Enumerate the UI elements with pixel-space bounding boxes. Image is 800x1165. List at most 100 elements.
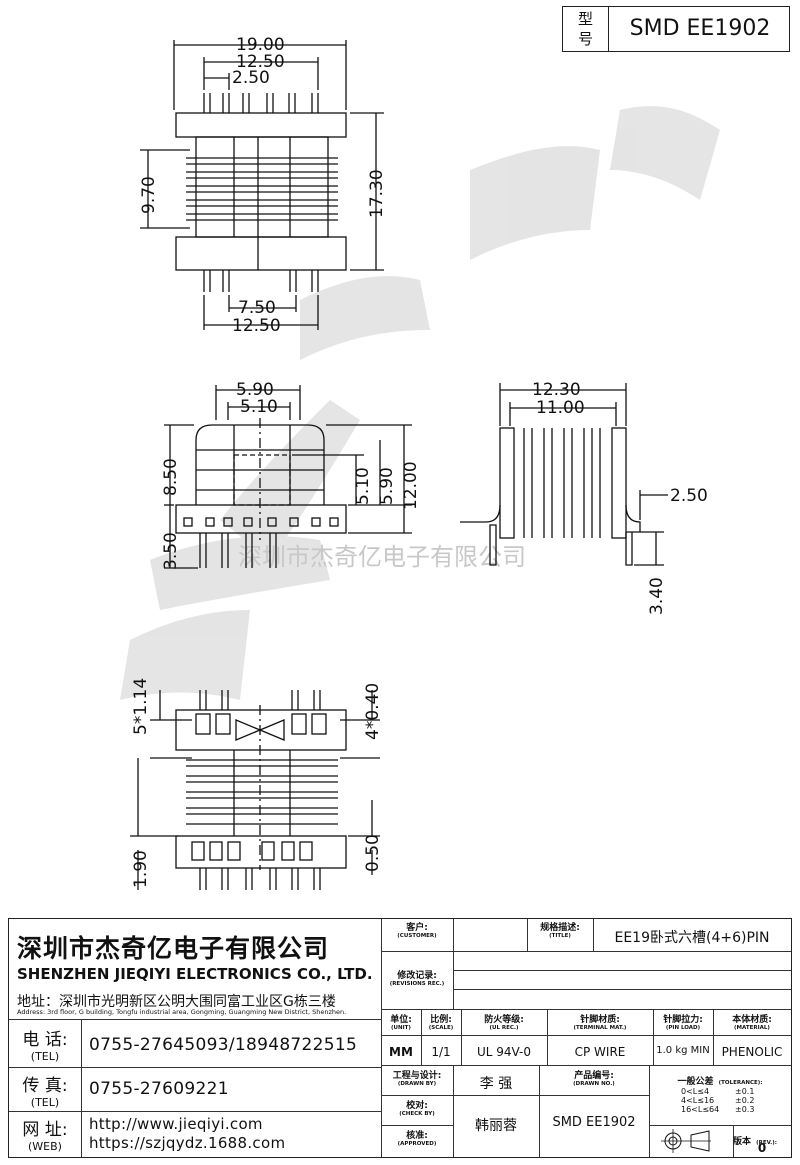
rev-label: 版本	[733, 1137, 752, 1147]
dim-side-r1: 2.50	[670, 486, 708, 506]
dim-top-b1: 7.50	[238, 298, 276, 318]
unit-label-en: (UNIT)	[391, 1025, 411, 1031]
approved-value: 韩丽蓉	[475, 1118, 517, 1134]
check-label-en: (CHECK BY)	[399, 1111, 435, 1117]
revisions-label-en: (REVISIONS REC.)	[389, 981, 445, 987]
fax-label: 传 真:	[22, 1076, 68, 1096]
dim-top-h-left: 9.70	[139, 176, 159, 214]
top-view	[140, 40, 384, 330]
ul-label-en: (UL REC.)	[489, 1025, 519, 1031]
bottom-view	[130, 690, 380, 890]
company-name-en: SHENZHEN JIEQIYI ELECTRONICS CO., LTD.	[17, 965, 373, 983]
dim-front-t1: 5.90	[236, 380, 274, 400]
pinload-value: 1.0 kg MIN	[656, 1045, 710, 1056]
terminal-value: CP WIRE	[574, 1045, 626, 1059]
dim-bottom-r2: 0.50	[363, 834, 383, 872]
terminal-header: 针脚材质: (TERMINAL MAT.)	[547, 1015, 653, 1032]
drawnno-label-en: (DRAWN NO.)	[573, 1081, 615, 1087]
unit-header: 单位: (UNIT)	[381, 1015, 421, 1032]
dim-top-w2: 12.50	[236, 52, 285, 72]
rev-label-en: (REV.):	[756, 1140, 777, 1146]
dim-side-t1: 12.30	[532, 380, 581, 400]
terminal-label: 针脚材质:	[580, 1015, 620, 1025]
pinload-header: 针脚拉力: (PIN LOAD)	[653, 1015, 713, 1032]
model-label-bottom: 号	[577, 30, 593, 48]
web-link-1[interactable]: http://www.jieqiyi.com	[89, 1115, 263, 1133]
tolerance-label-en: (TOLERANCE):	[718, 1080, 763, 1086]
tel-label: 电 话:	[22, 1030, 68, 1050]
scale-header: 比例: (SCALE)	[421, 1015, 461, 1032]
projection-symbol-icon	[661, 1129, 711, 1153]
dim-top-b2: 12.50	[232, 316, 281, 336]
web-link-2[interactable]: https://szjqydz.1688.com	[89, 1134, 286, 1152]
drawn-label-en: (DRAWN BY)	[397, 1081, 437, 1087]
dim-front-r3: 12.00	[401, 461, 421, 510]
check-header: 校对: (CHECK BY)	[381, 1101, 453, 1118]
drawn-value: 李 强	[479, 1076, 513, 1092]
material-label-en: (MATERIAL)	[734, 1025, 770, 1031]
model-label: 型 号	[563, 7, 609, 51]
ul-header: 防火等级: (UL REC.)	[461, 1015, 547, 1032]
customer-label: 客户:	[406, 923, 428, 933]
revisions-header: 修改记录: (REVISIONS REC.)	[381, 971, 453, 988]
title-block: 深圳市杰奇亿电子有限公司 SHENZHEN JIEQIYI ELECTRONIC…	[8, 918, 792, 1158]
drawn-label: 工程与设计:	[392, 1071, 442, 1081]
ul-label: 防火等级:	[484, 1015, 524, 1025]
scale-label-en: (SCALE)	[428, 1025, 454, 1031]
web-label-group: 网 址: (WEB)	[9, 1115, 81, 1153]
tel-label-group: 电 话: (TEL)	[9, 1025, 81, 1063]
title-value: EE19卧式六槽(4+6)PIN	[614, 930, 770, 946]
drawn-header: 工程与设计: (DRAWN BY)	[381, 1071, 453, 1088]
customer-header: 客户: (CUSTOMER)	[381, 923, 453, 940]
title-label-en: (TITLE)	[549, 933, 571, 939]
web-label-en: (WEB)	[28, 1140, 62, 1153]
drawnno-header: 产品编号: (DRAWN NO.)	[539, 1071, 649, 1088]
approved-label-en: (APPROVED)	[397, 1141, 437, 1147]
tel-label-en: (TEL)	[30, 1050, 60, 1063]
dim-top-w1: 19.00	[236, 35, 285, 55]
dim-front-r2: 5.90	[377, 467, 397, 505]
front-view	[164, 385, 412, 569]
scale-value: 1/1	[431, 1045, 451, 1059]
tolerance-row: 4<L≤16±0.2	[681, 1096, 755, 1105]
pinload-label-en: (PIN LOAD)	[665, 1025, 701, 1031]
side-view	[460, 383, 668, 566]
model-number-box: 型 号 SMD EE1902	[562, 6, 790, 52]
unit-label: 单位:	[390, 1015, 412, 1025]
dimension-labels: 19.00 12.50 2.50 9.70 17.30 7.50 12.50 5…	[131, 35, 708, 888]
drawnno-label: 产品编号:	[574, 1071, 614, 1081]
dim-front-r1: 5.10	[353, 467, 373, 505]
material-value: PHENOLIC	[721, 1045, 783, 1059]
rev-header: 版本 (REV.):	[733, 1129, 791, 1148]
dim-front-t2: 5.10	[240, 397, 278, 417]
model-value: SMD EE1902	[629, 16, 771, 41]
unit-value: MM	[389, 1045, 413, 1059]
dim-bottom-r1: 4*0.40	[363, 683, 383, 740]
dim-top-w3: 2.50	[232, 68, 270, 88]
approved-label: 核准:	[406, 1131, 428, 1141]
fax-label-group: 传 真: (TEL)	[9, 1071, 81, 1109]
terminal-label-en: (TERMINAL MAT.)	[573, 1025, 627, 1031]
company-name-cn: 深圳市杰奇亿电子有限公司	[17, 934, 330, 963]
company-address-en: Address: 3rd floor, G building, Tongfu i…	[17, 1008, 347, 1016]
approved-header: 核准: (APPROVED)	[381, 1131, 453, 1148]
title-label: 规格描述:	[540, 923, 580, 933]
dim-bottom-l1: 5*1.14	[131, 678, 151, 735]
material-label: 本体材质:	[732, 1015, 772, 1025]
dim-side-r2: 3.40	[647, 577, 667, 615]
dim-side-t2: 11.00	[536, 398, 585, 418]
check-label: 校对:	[406, 1101, 428, 1111]
revisions-label: 修改记录:	[397, 971, 437, 981]
tolerance-header: 一般公差 (TOLERANCE):	[649, 1069, 791, 1088]
technical-drawing: 深圳市杰奇亿电子有限公司 jieqiyi.com	[120, 35, 720, 890]
customer-label-en: (CUSTOMER)	[397, 933, 437, 939]
dim-bottom-l2: 1.90	[131, 850, 151, 888]
material-header: 本体材质: (MATERIAL)	[713, 1015, 791, 1032]
fax-value: 0755-27609221	[89, 1079, 229, 1099]
tolerance-label: 一般公差	[677, 1077, 714, 1087]
scale-label: 比例:	[430, 1015, 452, 1025]
title-header: 规格描述: (TITLE)	[527, 923, 593, 940]
fax-label-en: (TEL)	[30, 1096, 60, 1109]
company-address-cn: 地址：深圳市光明新区公明大围同富工业区G栋三楼	[17, 994, 336, 1010]
tolerance-row: 16<L≤64±0.3	[681, 1105, 755, 1114]
